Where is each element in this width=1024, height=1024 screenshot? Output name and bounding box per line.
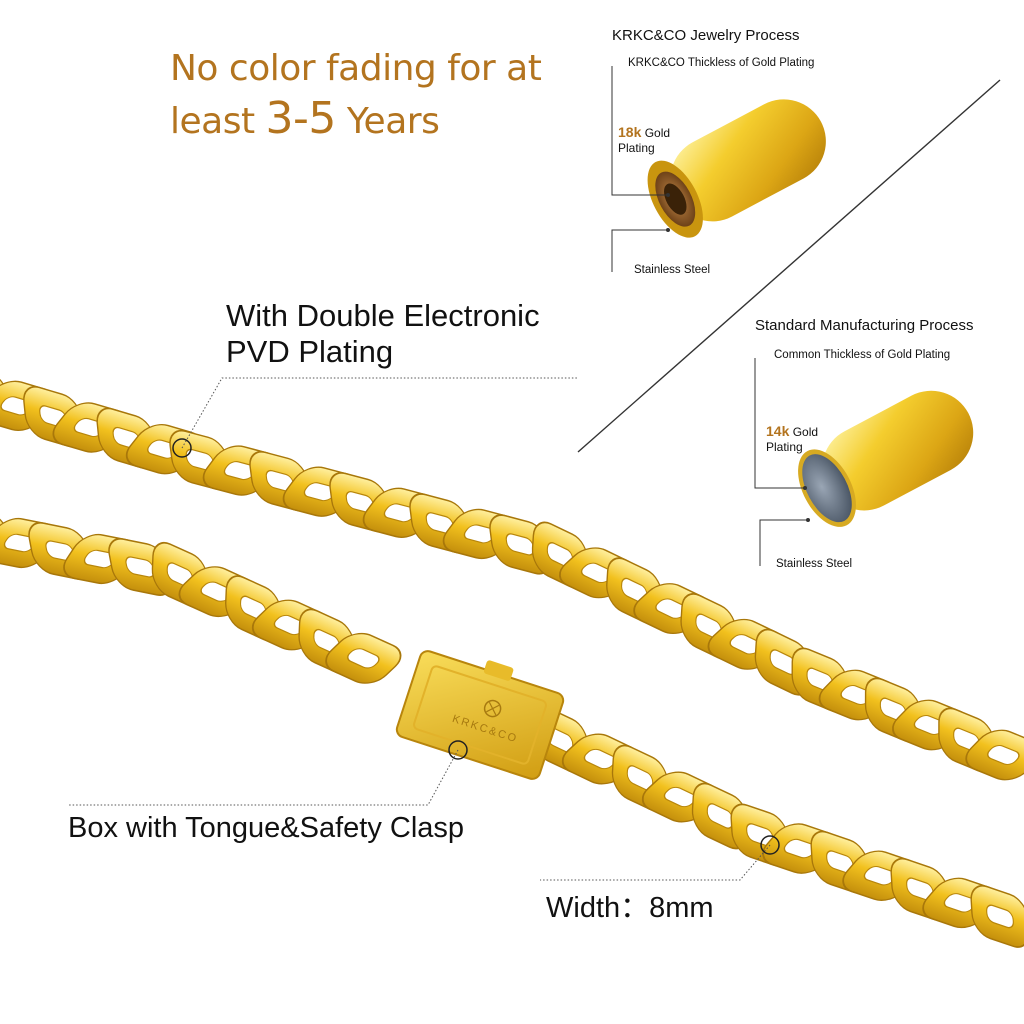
chain-link xyxy=(325,632,402,684)
clasp-leader xyxy=(68,749,459,806)
headline-least: least xyxy=(170,101,266,142)
standard-karat-line2: Plating xyxy=(766,440,803,454)
standard-core-label: Stainless Steel xyxy=(776,558,853,570)
headline-line1: No color fading for at xyxy=(170,48,542,89)
headline-years: Years xyxy=(335,101,440,142)
standard-thickness-label: Common Thickless of Gold Plating xyxy=(774,349,951,361)
premium-karat-value: 18k xyxy=(618,124,642,140)
brand-logo-icon xyxy=(483,699,502,718)
standard-process-title: Standard Manufacturing Process xyxy=(755,317,974,334)
standard-thickness-line xyxy=(754,358,805,489)
clasp-callout: Box with Tongue&Safety Clasp xyxy=(68,812,465,844)
divider-line xyxy=(577,79,1001,453)
width-leader xyxy=(540,844,771,881)
plating-callout-line1: With Double Electronic xyxy=(226,298,540,333)
headline: No color fading for at least 3-5 Years xyxy=(170,44,542,147)
standard-karat-label: 14k Gold Plating xyxy=(766,424,818,455)
headline-line2: least 3-5 Years xyxy=(170,94,541,147)
plating-callout: With Double Electronic PVD Plating xyxy=(226,298,540,370)
upper-chain xyxy=(0,364,1024,781)
lower-chain xyxy=(0,506,1024,948)
clasp-marker xyxy=(448,740,468,760)
premium-core-label: Stainless Steel xyxy=(634,264,711,276)
premium-karat-line2: Plating xyxy=(618,141,655,155)
plating-marker xyxy=(172,438,192,458)
premium-core-line xyxy=(611,229,668,272)
standard-karat-unit: Gold xyxy=(792,425,819,439)
premium-karat-label: 18k Gold Plating xyxy=(618,125,670,156)
standard-plating-cylinder xyxy=(798,390,974,527)
chain-link xyxy=(970,885,1024,948)
premium-plating-cylinder xyxy=(647,99,826,238)
headline-years-range: 3-5 xyxy=(265,93,337,144)
standard-core-line xyxy=(759,519,808,566)
standard-karat-value: 14k xyxy=(766,423,790,439)
chain-link xyxy=(965,729,1024,781)
premium-thickness-line xyxy=(611,66,668,196)
premium-thickness-label: KRKC&CO Thickless of Gold Plating xyxy=(628,57,815,69)
plating-callout-line2: PVD Plating xyxy=(226,334,394,369)
premium-karat-unit: Gold xyxy=(644,126,671,140)
width-callout: Width：8mm xyxy=(546,892,714,924)
premium-process-title: KRKC&CO Jewelry Process xyxy=(612,27,800,44)
width-marker xyxy=(760,835,780,855)
plating-leader xyxy=(181,377,578,449)
box-clasp: KRKC&CO xyxy=(395,650,565,780)
